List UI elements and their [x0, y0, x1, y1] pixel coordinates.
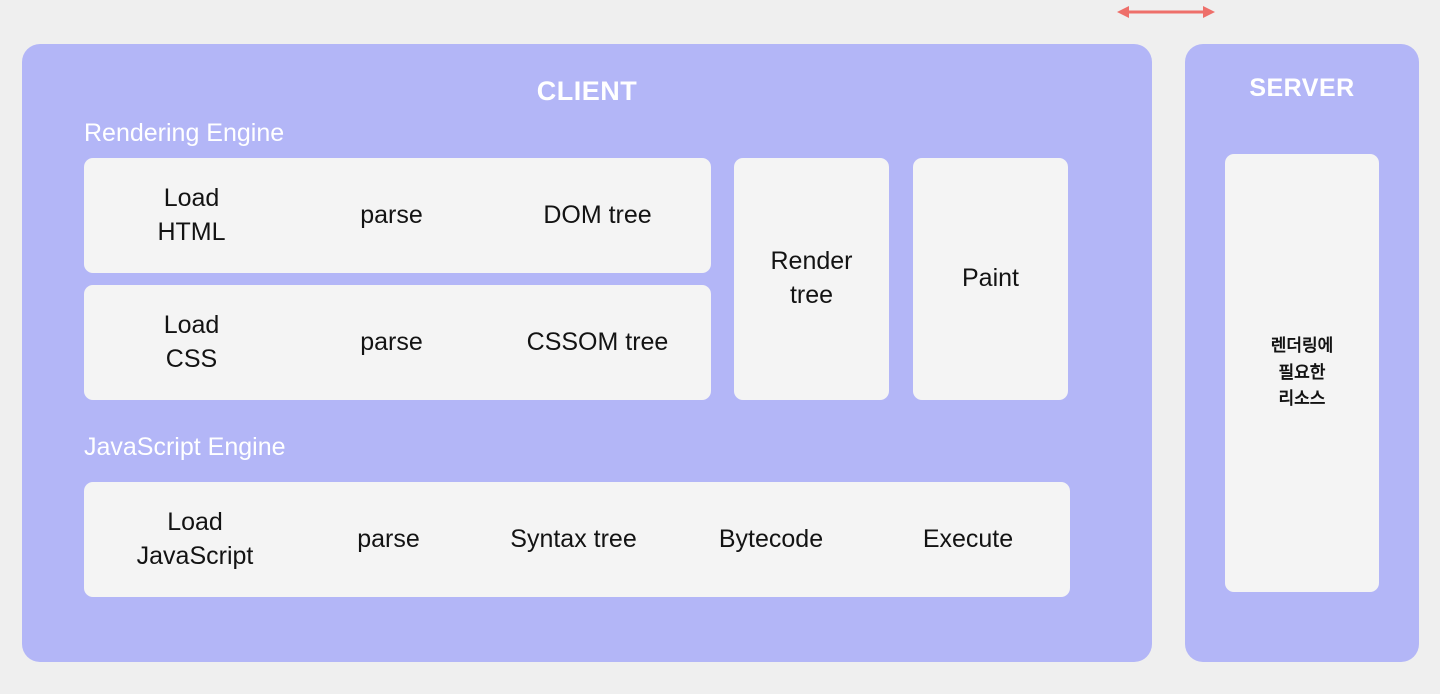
html-pipeline-box: Load HTML parse DOM tree [84, 158, 711, 273]
step-line: CSSOM tree [526, 327, 669, 356]
step-line: Load [163, 310, 220, 339]
step-line: CSS [165, 344, 218, 373]
step-line: DOM tree [543, 200, 652, 229]
pipeline-step-parse-html: parse [299, 199, 484, 233]
rendering-engine-label: Rendering Engine [84, 119, 285, 147]
javascript-pipeline-box: Load JavaScript parse Syntax tree Byteco… [84, 482, 1070, 597]
step-line: Render [770, 247, 853, 276]
server-panel-title: SERVER [1249, 74, 1355, 102]
pipeline-step-execute: Execute [866, 523, 1070, 557]
pipeline-step-load-html: Load HTML [84, 182, 299, 250]
resource-line: 렌더링에 [1270, 336, 1334, 356]
step-line: parse [357, 524, 420, 553]
pipeline-step-syntax-tree: Syntax tree [471, 523, 676, 557]
pipeline-step-parse-css: parse [299, 326, 484, 360]
pipeline-step-dom-tree: DOM tree [484, 199, 711, 233]
step-line: parse [360, 200, 423, 229]
step-line: Execute [922, 524, 1014, 553]
paint-box: Paint [913, 158, 1068, 400]
step-line: Load [163, 183, 220, 212]
step-line: Paint [962, 264, 1019, 293]
resource-line: 필요한 [1278, 362, 1326, 382]
resource-line: 리소스 [1278, 389, 1326, 409]
server-resource-label: 렌더링에 필요한 리소스 [1271, 333, 1334, 412]
server-resource-box: 렌더링에 필요한 리소스 [1225, 154, 1379, 592]
pipeline-step-cssom-tree: CSSOM tree [484, 326, 711, 360]
step-line: HTML [157, 217, 226, 246]
double-headed-arrow-icon [1117, 4, 1215, 20]
step-line: Syntax tree [510, 524, 637, 553]
css-pipeline-box: Load CSS parse CSSOM tree [84, 285, 711, 400]
step-line: parse [360, 327, 423, 356]
step-line: tree [789, 281, 834, 309]
step-line: Bytecode [718, 524, 824, 553]
client-panel-title: CLIENT [536, 76, 638, 106]
server-panel: SERVER 렌더링에 필요한 리소스 [1185, 44, 1419, 662]
pipeline-step-parse-javascript: parse [306, 523, 471, 557]
javascript-engine-label: JavaScript Engine [84, 433, 286, 461]
client-panel: CLIENT Rendering Engine Load HTML parse … [22, 44, 1152, 662]
render-tree-label: Render tree [771, 245, 853, 313]
step-line: JavaScript [136, 541, 254, 570]
pipeline-step-bytecode: Bytecode [676, 523, 866, 557]
pipeline-step-load-javascript: Load JavaScript [84, 506, 306, 574]
paint-label: Paint [962, 262, 1019, 296]
step-line: Load [167, 507, 223, 536]
render-tree-box: Render tree [734, 158, 889, 400]
pipeline-step-load-css: Load CSS [84, 309, 299, 377]
